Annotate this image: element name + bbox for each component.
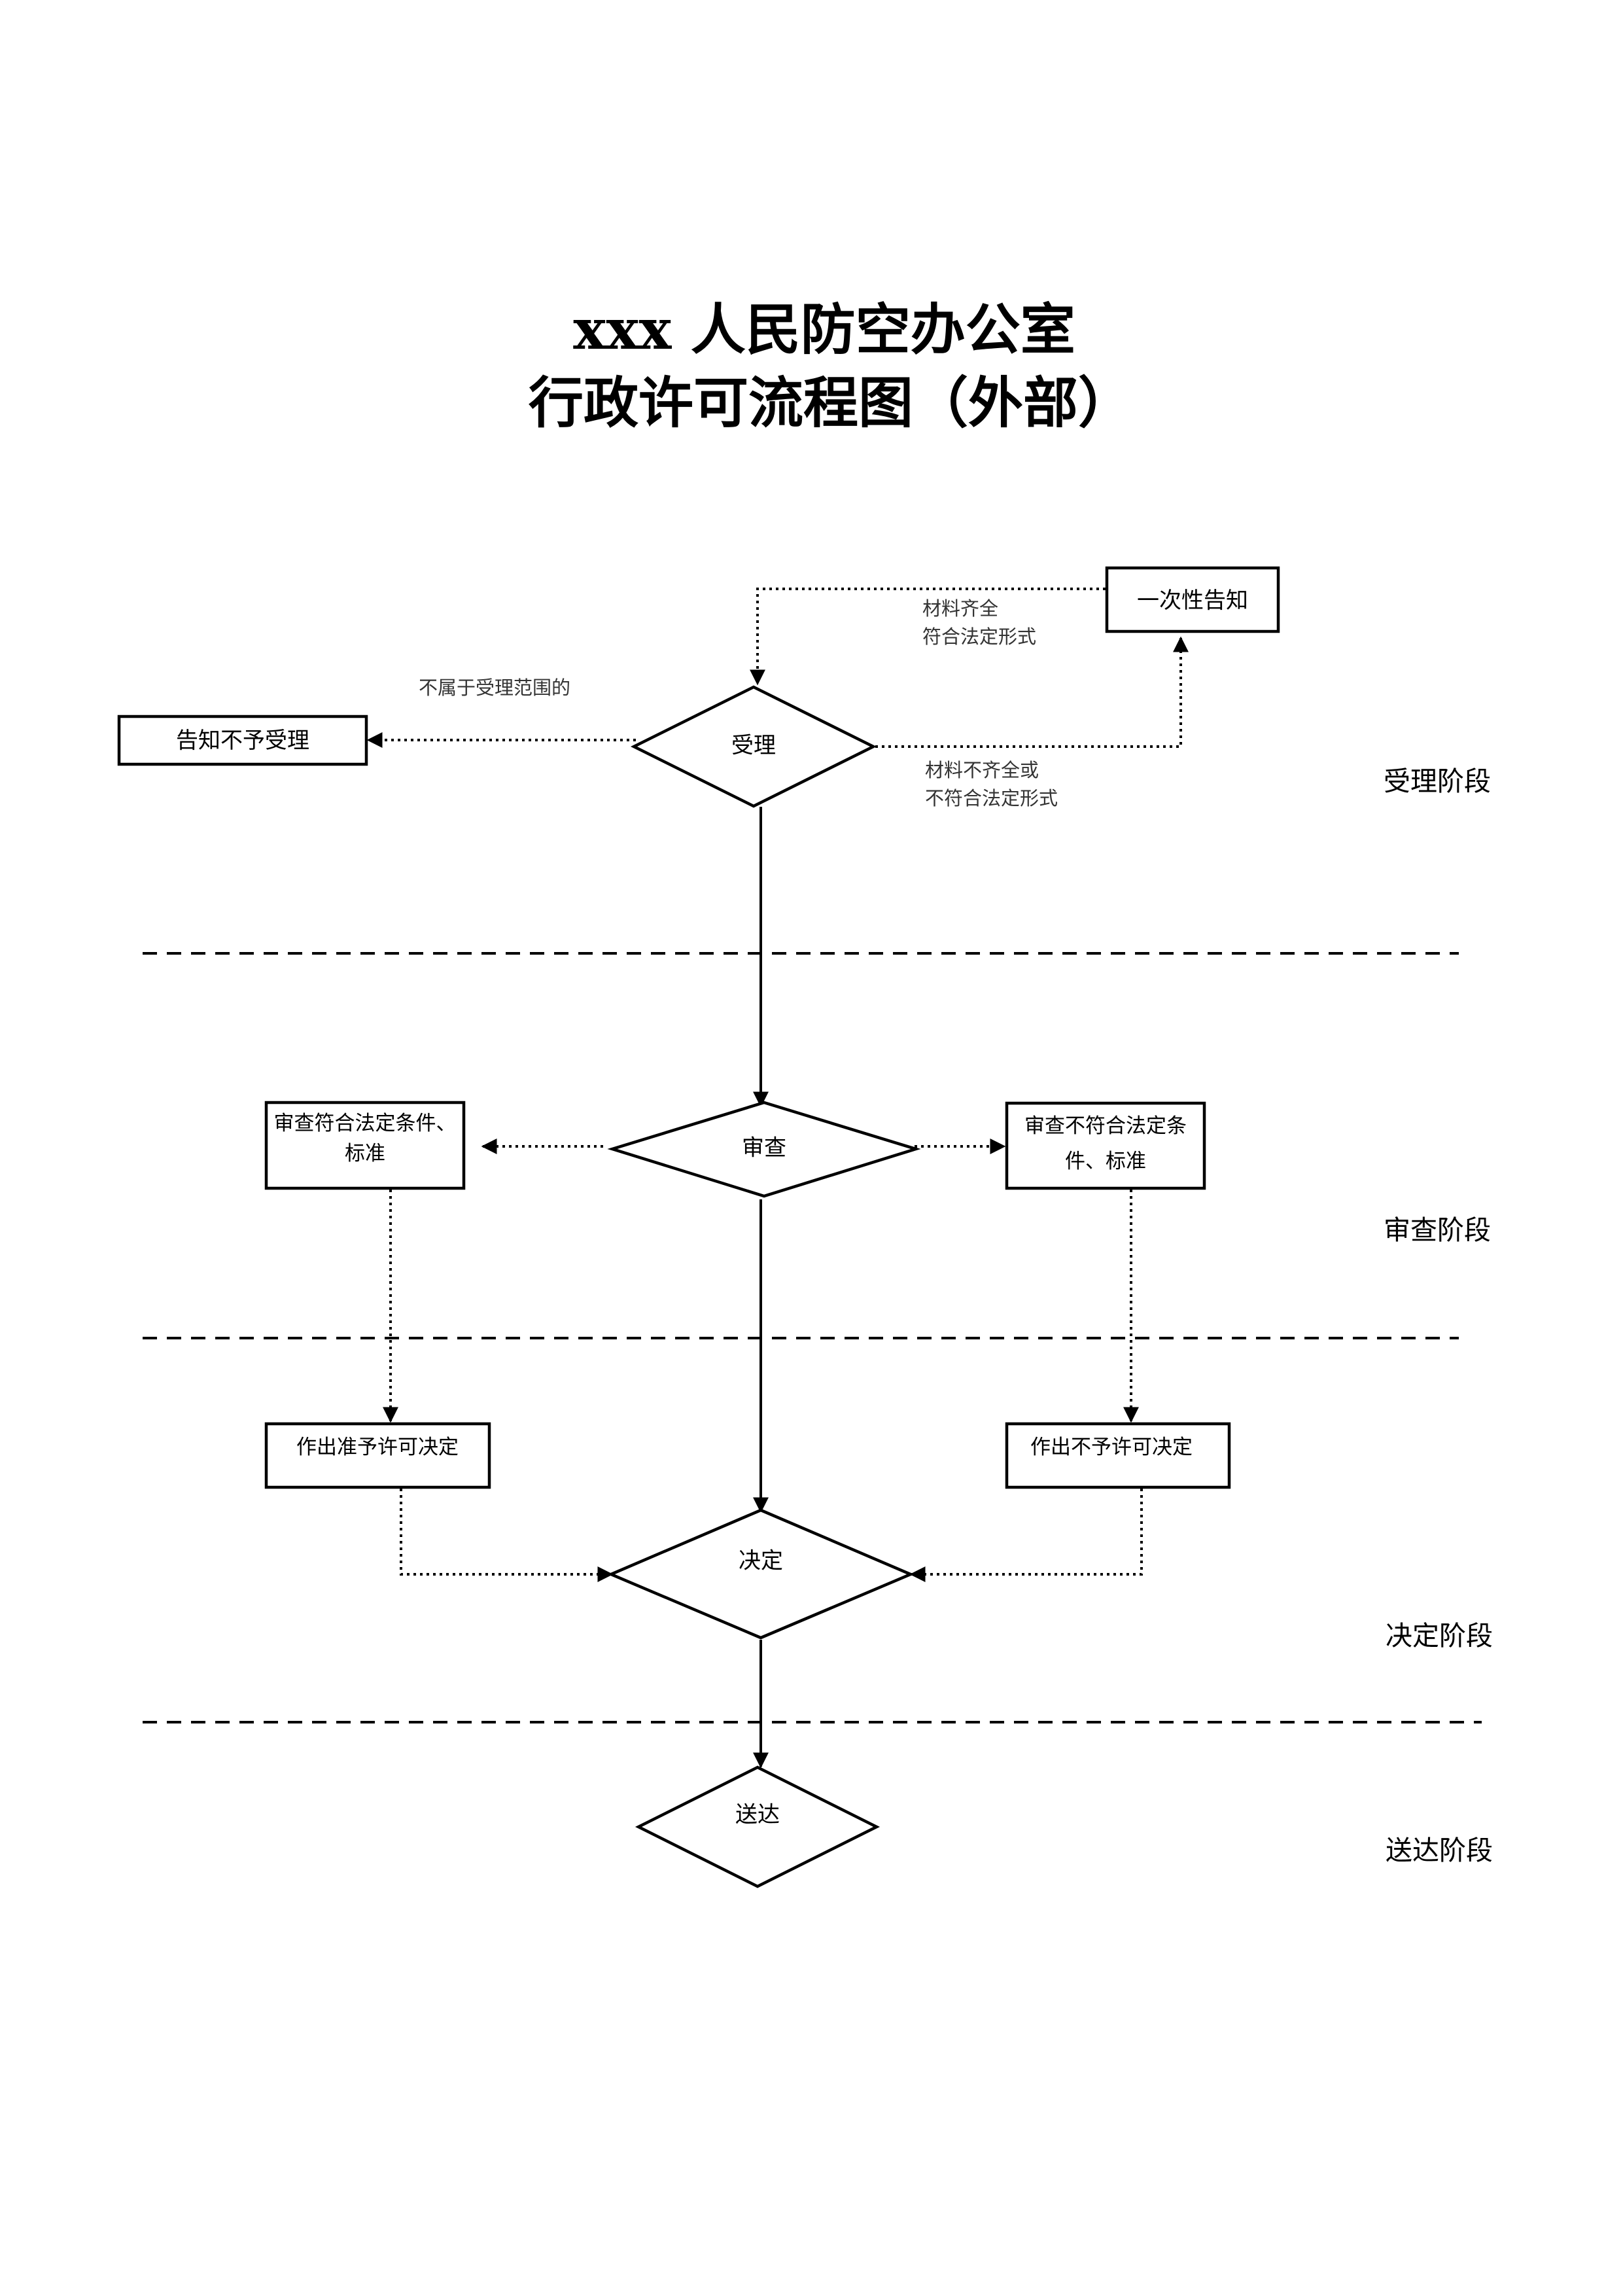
title-line1: xxx 人民防空办公室 [573, 297, 1075, 362]
deny-decision-label: 作出不予许可决定 [1030, 1436, 1193, 1459]
condition-out-of-scope: 不属于受理范围的 [419, 677, 570, 699]
stage-label-review: 审查阶段 [1384, 1214, 1491, 1246]
review-label: 审查 [742, 1135, 786, 1161]
title-line2: 行政许可流程图（外部） [529, 370, 1133, 435]
arrow-deny-to-decide [909, 1489, 1143, 1582]
deliver-label: 送达 [735, 1802, 780, 1828]
deliver-node: 送达 [635, 1765, 881, 1888]
decide-label: 决定 [739, 1548, 783, 1574]
reject-notice-label: 告知不予受理 [176, 728, 309, 754]
review-fail-box: 审查不符合法定条 件、标准 [1005, 1101, 1206, 1190]
grant-decision-label: 作出准予许可决定 [296, 1436, 459, 1459]
once-notice-box: 一次性告知 [1105, 566, 1280, 633]
review-decision-node: 审查 [607, 1101, 921, 1198]
grant-decision-box: 作出准予许可决定 [264, 1422, 491, 1489]
accept-label: 受理 [731, 733, 776, 759]
condition-complete-line1: 材料齐全 [922, 597, 998, 620]
condition-complete-line2: 符合法定形式 [922, 626, 1036, 648]
condition-incomplete-line1: 材料不齐全或 [925, 759, 1039, 781]
condition-incomplete-line2: 不符合法定形式 [925, 787, 1058, 809]
review-fail-line2: 件、标准 [1065, 1150, 1146, 1173]
review-ok-line2: 标准 [345, 1142, 385, 1165]
arrow-accept-to-once-notice [875, 636, 1189, 748]
reject-notice-box: 告知不予受理 [117, 715, 368, 766]
review-ok-line1: 审查符合法定条件、 [274, 1112, 457, 1135]
once-notice-label: 一次性告知 [1137, 588, 1248, 614]
stage-label-deliver: 送达阶段 [1386, 1835, 1493, 1866]
decide-node: 决定 [607, 1508, 915, 1640]
stage-label-accept: 受理阶段 [1384, 766, 1491, 797]
review-ok-box: 审查符合法定条件、 标准 [264, 1101, 466, 1190]
arrow-grant-to-decide [400, 1489, 614, 1582]
review-fail-line1: 审查不符合法定条 [1024, 1114, 1187, 1138]
deny-decision-box: 作出不予许可决定 [1005, 1422, 1231, 1489]
accept-decision-node: 受理 [630, 685, 877, 808]
arrow-once-notice-to-accept [750, 588, 1106, 686]
stage-label-decide: 决定阶段 [1386, 1620, 1493, 1651]
